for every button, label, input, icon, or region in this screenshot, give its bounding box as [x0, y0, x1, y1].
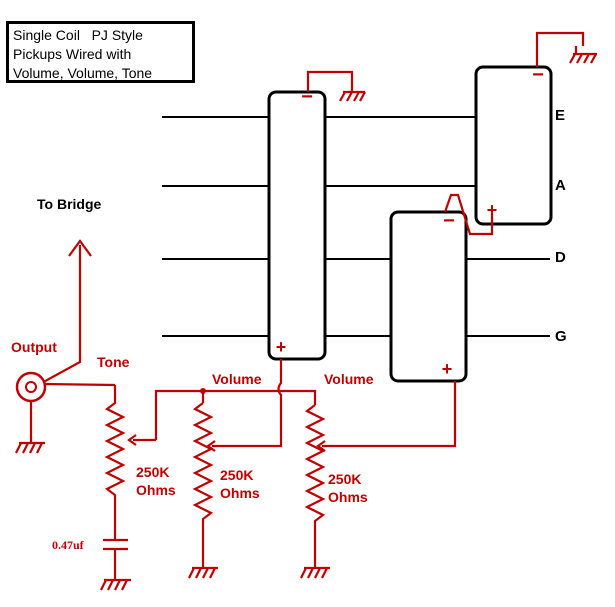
volume1-pot-resistor — [192, 402, 214, 568]
pickup-neck — [267, 90, 327, 361]
title-line-1: Single Coil PJ Style — [13, 27, 143, 43]
volume2-wiper-arrow — [316, 440, 333, 452]
tone-pot-value: 250K Ohms — [136, 464, 176, 498]
tone-pot-resistor — [104, 385, 126, 540]
bridge-to-volume2-wire — [333, 381, 457, 448]
string-label-e: E — [555, 107, 566, 124]
string-label-d: D — [555, 249, 566, 266]
neck-positive-mark: + — [276, 337, 287, 357]
title-line-3: Volume, Volume, Tone — [13, 65, 153, 81]
bridge-high-positive-mark: + — [442, 359, 453, 379]
volume2-label: Volume — [324, 371, 374, 387]
volume2-pot-resistor — [304, 404, 326, 568]
pickup-bridge-low — [474, 65, 553, 226]
diagram-title-box: Single Coil PJ Style Pickups Wired with … — [6, 21, 195, 83]
bridge-low-positive-mark: + — [487, 200, 498, 220]
output-jack-ground-icon — [15, 441, 45, 454]
volume1-junction-dot — [200, 388, 206, 394]
to-bridge-label: To Bridge — [37, 196, 102, 212]
output-jack-inner — [25, 381, 37, 393]
bridge-low-ground-icon — [569, 46, 597, 64]
neck-negative-mark: − — [301, 86, 313, 108]
output-label: Output — [11, 339, 57, 355]
to-bridge-arrow — [68, 239, 92, 257]
capacitor-label: 0.47uf — [52, 538, 84, 552]
volume1-pot-value: 250K Ohms — [220, 467, 260, 501]
output-to-bridge-wire — [37, 245, 82, 386]
output-bus-wire — [154, 389, 317, 440]
volume1-ground-icon — [188, 566, 218, 579]
tone-wiper-arrow — [127, 434, 137, 446]
bridge-low-ground-wire — [535, 31, 585, 67]
tone-to-output-wire — [42, 382, 116, 387]
title-line-2: Pickups Wired with — [13, 46, 132, 62]
tone-ground-icon — [100, 578, 131, 591]
bridge-low-negative-mark: − — [532, 64, 544, 86]
volume1-label: Volume — [212, 371, 262, 387]
volume2-pot-value: 250K Ohms — [328, 471, 368, 505]
neck-ground-icon — [339, 90, 366, 102]
pickup-bridge-high — [389, 210, 468, 383]
volume2-ground-icon — [300, 566, 330, 579]
tone-label: Tone — [97, 354, 130, 370]
string-label-g: G — [555, 328, 567, 345]
string-label-a: A — [555, 177, 566, 194]
bridge-series-wire — [443, 193, 494, 236]
neck-to-volume1-wire — [223, 359, 283, 448]
neck-ground-wire — [306, 70, 354, 92]
bridge-high-negative-mark: − — [443, 210, 455, 232]
